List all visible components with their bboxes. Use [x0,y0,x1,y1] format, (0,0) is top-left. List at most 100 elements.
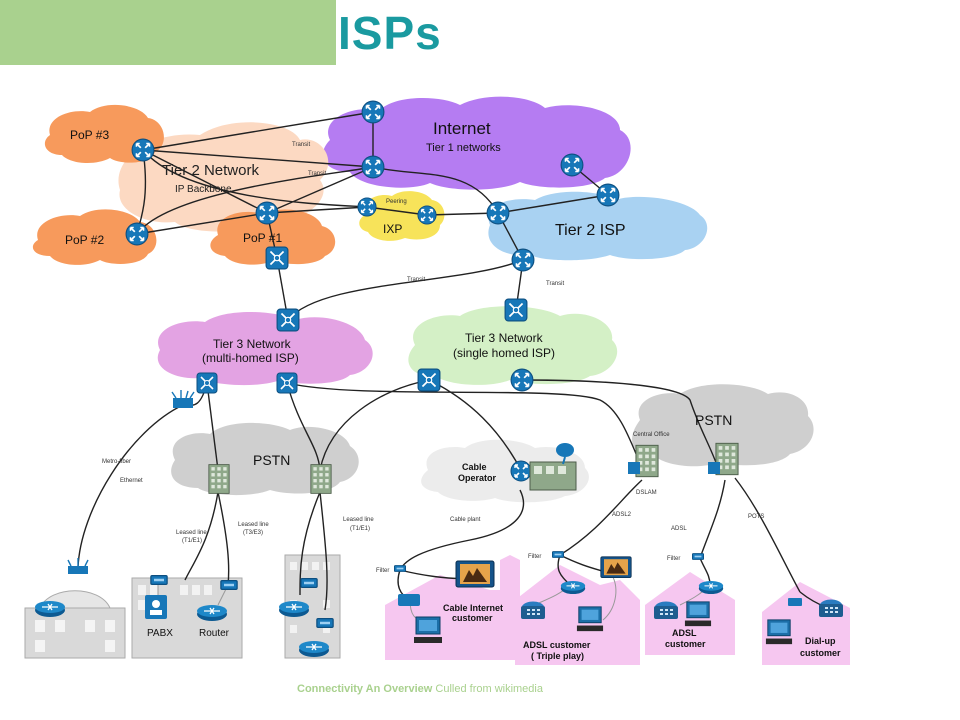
router-enterprise [196,604,228,622]
pc-dialup [765,619,793,645]
router-cable-operator [510,460,532,482]
label-adsl-triple-1: ADSL customer [523,640,591,650]
label-leased-t3e3: Leased line [238,522,269,528]
router-pop1 [255,201,279,225]
router-tier2isp-left [486,201,510,225]
label-filter-1: Filter [376,568,389,574]
label-cable-operator-1: Cable [462,462,487,472]
cloud-tier3-single [408,306,618,385]
footer-tail: Culled from wikimedia [435,683,543,695]
router-internet-left [361,155,385,179]
label-peering: Peering [386,199,407,205]
label-dialup-1: Dial-up [805,636,836,646]
label-ixp: IXP [383,222,402,236]
router-ixp-right [417,205,437,225]
footer-lead: Connectivity An Overview [297,683,433,695]
switch-tier3-multi-left [196,372,218,394]
router-building-1 [278,600,310,618]
phone-adsl-customer [654,601,678,619]
cloud-pstn-right [632,384,814,467]
tv-cable-customer [455,560,495,588]
router-internet-top [361,100,385,124]
central-office-left-2 [310,464,332,494]
router-tier2isp-bottom [511,248,535,272]
adsl-modem-customer [698,580,724,595]
label-leased-t1e1-b-sub: (T1/E1) [350,526,370,532]
phone-triple-play [521,601,545,619]
tv-triple-play [600,556,632,579]
switch-tier3-single-left [417,368,441,392]
label-pstn-right: PSTN [695,412,732,428]
pc-adsl-customer [684,601,712,627]
label-transit-1: Transit [292,142,310,148]
cloud-tier3-multi [157,312,373,386]
pabx-device [145,595,167,619]
label-dslam: DSLAM [636,490,657,496]
label-cable-plant: Cable plant [450,517,481,523]
phone-dialup [819,599,843,617]
label-tier3-multi-1: Tier 3 Network [213,337,292,351]
label-transit-4: Transit [546,281,564,287]
label-leased-t1e1-sub: (T1/E1) [182,538,202,544]
label-transit-3: Transit [407,277,425,283]
label-filter-2: Filter [528,554,541,560]
dsu-csu-pabx [150,575,168,585]
pc-triple-play [576,606,604,632]
header-accent-bar [0,0,336,65]
label-tier2-network: Tier 2 Network [162,162,259,179]
router-internet-right [560,153,584,177]
cloud-ixp [359,191,445,241]
house-adsl-triple [515,565,640,665]
dsu-csu-building-2 [316,618,334,628]
filter-adsl [692,553,704,560]
label-dialup-2: customer [800,648,841,658]
label-pabx: PABX [147,628,173,639]
dslam-connector [628,462,640,474]
label-tier2-isp: Tier 2 ISP [555,222,626,239]
label-pots: POTS [748,514,764,520]
label-pstn-left: PSTN [253,452,290,468]
label-pop3: PoP #3 [70,128,109,142]
cloud-internet [322,96,631,190]
switch-tier3-single-top [504,298,528,322]
router-ixp-left [357,197,377,217]
label-ethernet: Ethernet [120,478,143,484]
label-transit-2: Transit [308,171,326,177]
label-leased-t3e3-sub: (T3/E3) [243,530,263,536]
adsl-router-triple [560,580,586,595]
isp-network-diagram: Internet Tier 1 networks Tier 2 Network … [24,96,850,665]
label-cable-operator-2: Operator [458,473,497,483]
pc-cable-customer [413,616,443,644]
switch-tier3-multi-top [276,308,300,332]
cloud-pop2 [32,209,157,265]
label-cable-internet-1: Cable Internet [443,603,503,613]
label-router: Router [199,628,230,639]
footer-caption: Connectivity An Overview Culled from wik… [0,683,840,695]
dialup-modem [788,598,802,606]
label-central-office: Central Office [633,432,670,438]
label-tier1: Tier 1 networks [426,142,501,154]
label-tier3-single-2: (single homed ISP) [453,346,555,360]
metro-fiber-switch [171,390,195,408]
dsu-csu-building-1 [300,578,318,588]
router-pop2 [125,222,149,246]
label-metro-fiber: Metro-fiber [102,459,131,465]
label-adsl-customer-2: customer [665,639,706,649]
label-adsl: ADSL [671,526,687,532]
router-tier3-single-right [510,368,534,392]
filter-cable [394,565,406,572]
label-adsl-triple-2: ( Triple play) [531,651,584,661]
router-building-2 [298,640,330,658]
switch-pop1-down [265,246,289,270]
label-filter-3: Filter [667,556,680,562]
label-ip-backbone: IP Backbone [175,184,232,195]
building-metro-customer [24,590,126,659]
label-pop2: PoP #2 [65,233,104,247]
label-leased-t1e1: Leased line [176,530,207,536]
label-adsl-customer-1: ADSL [672,628,697,638]
label-pop1: PoP #1 [243,231,282,245]
switch-tier3-multi-right [276,372,298,394]
label-tier3-single-1: Tier 3 Network [465,331,544,345]
router-tier2isp-top [596,183,620,207]
dsu-csu-router [220,580,238,590]
